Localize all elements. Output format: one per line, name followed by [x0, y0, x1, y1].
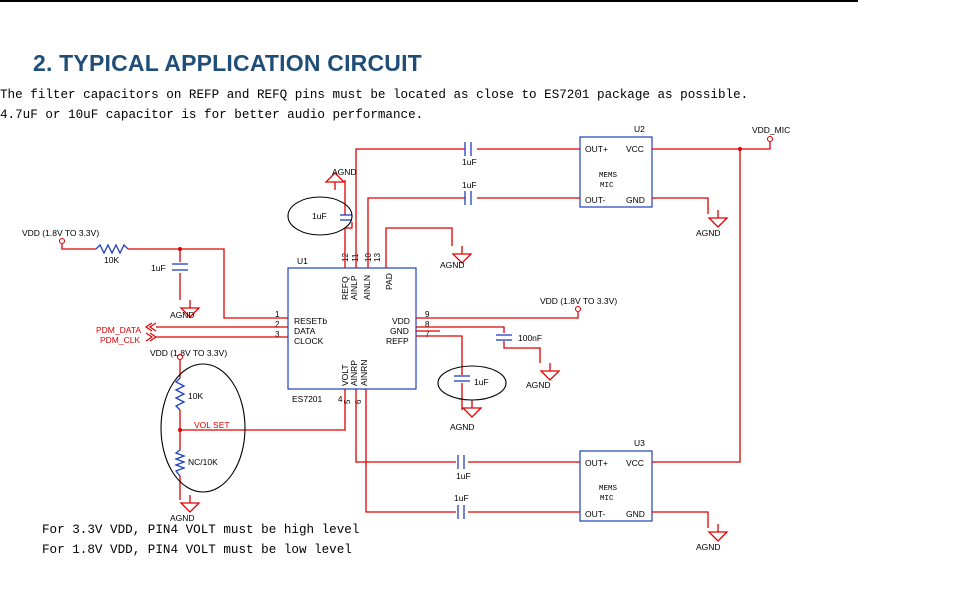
u1-pin-num-9: 9: [425, 310, 430, 319]
label-c-vdd: 1uF: [151, 263, 166, 273]
power-pins: [58, 135, 774, 361]
u1-pin-vdd: VDD: [392, 316, 410, 326]
top-rule: [0, 0, 858, 2]
label-c-u2-top: 1uF: [462, 157, 477, 167]
u1-pin-num-5: 5: [343, 399, 352, 404]
u2-pin-outp: OUT+: [585, 144, 608, 154]
u1-pin-num-8: 8: [425, 320, 430, 329]
section-heading: 2. TYPICAL APPLICATION CIRCUIT: [33, 50, 422, 76]
label-r-vol-bot: NC/10K: [188, 457, 218, 467]
agnd-label-3: AGND: [440, 260, 465, 270]
resistor-vol-bot: [174, 449, 186, 477]
u3-ref: U3: [634, 438, 645, 448]
u3-pin-outp: OUT+: [585, 458, 608, 468]
net-vdd-lower: VDD (1.8V TO 3.3V): [150, 348, 227, 358]
agnd-label-6: AGND: [170, 513, 195, 523]
junction-dots: [178, 147, 742, 432]
u1-pin-num-1: 1: [275, 310, 280, 319]
u1-ref: U1: [297, 256, 308, 266]
agnd-label-7: AGND: [696, 228, 721, 238]
agnd-symbol-5: [462, 399, 482, 418]
footnote-line-1: For 3.3V VDD, PIN4 VOLT must be high lev…: [42, 523, 360, 537]
u1-pin-resetb: RESETb: [294, 316, 327, 326]
agnd-label-8: AGND: [696, 542, 721, 552]
components: [95, 142, 512, 519]
u1-pin-refq: REFQ: [340, 276, 350, 300]
label-c-u3-top: 1uF: [456, 471, 471, 481]
resistor-vol-top: [174, 377, 186, 411]
u1-pin-refp: REFP: [386, 336, 409, 346]
agnd-symbol-8: [708, 523, 728, 542]
label-r1: 10K: [104, 255, 119, 265]
net-vol-set: VOL SET: [194, 420, 230, 430]
label-c-refq: 1uF: [312, 211, 327, 221]
agnd-symbol-4: [540, 362, 560, 381]
label-c-u2-bot: 1uF: [462, 180, 477, 190]
agnd-symbol-7: [708, 209, 728, 228]
agnd-label-4: AGND: [526, 380, 551, 390]
u3-label-mic: MIC: [600, 495, 614, 503]
agnd-label-5: AGND: [450, 422, 475, 432]
agnd-label-2: AGND: [332, 167, 357, 177]
u2-pin-vcc: VCC: [626, 144, 644, 154]
u1-part: ES7201: [292, 394, 323, 404]
u1-pin-num-2: 2: [275, 320, 280, 329]
u1-chip-body: [287, 267, 417, 390]
u2-ref: U2: [634, 124, 645, 134]
u3-mic-body: [579, 450, 653, 522]
u1-pin-num-6: 6: [354, 399, 363, 404]
u3-pin-vcc: VCC: [626, 458, 644, 468]
footnote-line-2: For 1.8V VDD, PIN4 VOLT must be low leve…: [42, 543, 352, 557]
label-r-vol-top: 10K: [188, 391, 203, 401]
agnd-label-1: AGND: [170, 310, 195, 320]
note-line-2: 4.7uF or 10uF capacitor is for better au…: [0, 108, 424, 122]
wires: [61, 142, 771, 528]
u1-pin-num-3: 3: [275, 330, 280, 339]
pdm-arrows: [144, 322, 158, 342]
net-pdm-clk: PDM_CLK: [100, 335, 140, 345]
net-vdd-left: VDD (1.8V TO 3.3V): [22, 228, 99, 238]
label-c-100nf: 100nF: [518, 333, 542, 343]
u2-label-mic: MIC: [600, 182, 614, 190]
u2-mic-body: [579, 136, 653, 208]
label-c-refp: 1uF: [474, 377, 489, 387]
note-line-1: The filter capacitors on REFP and REFQ p…: [0, 88, 749, 102]
u1-pin-clock: CLOCK: [294, 336, 324, 346]
u1-pin-num-7: 7: [425, 330, 430, 339]
u3-label-mems: MEMS: [599, 485, 618, 493]
u1-pin-ainrp: AINRP: [349, 360, 359, 386]
u1-pin-num-4: 4: [338, 395, 343, 404]
net-vdd-right: VDD (1.8V TO 3.3V): [540, 296, 617, 306]
resistor-r1: [95, 243, 129, 255]
u2-label-mems: MEMS: [599, 172, 618, 180]
u1-pin-ainlp: AINLP: [349, 275, 359, 300]
u1-pin-data: DATA: [294, 326, 316, 336]
u1-pin-ainln: AINLN: [362, 275, 372, 300]
u2-pin-gnd: GND: [626, 195, 645, 205]
u2-pin-outn: OUT-: [585, 195, 605, 205]
u3-pin-gnd: GND: [626, 509, 645, 519]
label-c-u3-bot: 1uF: [454, 493, 469, 503]
u1-pin-num-13: 13: [373, 253, 382, 262]
agnd-symbol-6: [180, 494, 200, 513]
u3-pin-outn: OUT-: [585, 509, 605, 519]
u1-pin-ainrn: AINRN: [359, 360, 369, 386]
net-vdd-mic: VDD_MIC: [752, 125, 790, 135]
u1-pin-pad: PAD: [384, 273, 394, 290]
u1-pin-volt: VOLT: [340, 364, 350, 386]
u1-pin-gnd: GND: [390, 326, 409, 336]
highlight-ellipses: [160, 196, 507, 493]
net-pdm-data: PDM_DATA: [96, 325, 141, 335]
